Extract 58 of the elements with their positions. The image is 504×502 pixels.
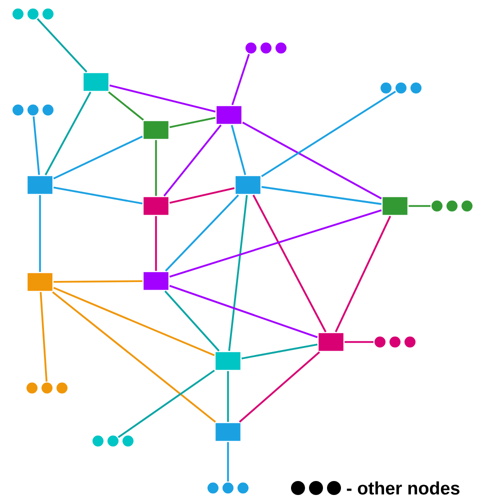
connector-line <box>344 341 374 343</box>
connector-line <box>238 351 320 423</box>
connector-line <box>261 186 382 205</box>
connector-line <box>261 90 396 178</box>
network-node <box>381 196 409 216</box>
connector-line <box>40 292 48 382</box>
connector-line <box>108 91 144 121</box>
connector-line <box>165 194 239 272</box>
connector-line <box>164 290 220 352</box>
connector-line <box>231 54 250 106</box>
connector-line <box>36 18 88 72</box>
connector-line <box>408 205 430 207</box>
network-node <box>26 272 54 292</box>
connector-line <box>169 187 235 204</box>
other-nodes-dots <box>374 336 416 348</box>
connector-line <box>334 216 392 332</box>
network-node <box>142 270 170 292</box>
connector-line <box>242 122 382 200</box>
network-node <box>234 174 262 196</box>
connector-line <box>109 84 216 112</box>
connector-line <box>54 280 142 283</box>
network-node <box>214 422 242 442</box>
network-node <box>26 174 54 196</box>
connector-line <box>53 286 215 356</box>
connector-line <box>228 194 248 351</box>
connector-line <box>169 284 318 338</box>
connector-line <box>227 442 229 482</box>
network-node <box>82 72 110 92</box>
connector-line <box>53 186 143 204</box>
connector-line <box>252 194 326 332</box>
connector-line <box>32 116 40 175</box>
connector-line <box>155 140 157 196</box>
network-node <box>214 350 242 372</box>
connector-line <box>44 92 92 176</box>
connector-line <box>241 344 318 360</box>
network-node <box>142 196 170 216</box>
legend-text: - other nodes <box>346 481 460 495</box>
connector-line <box>230 124 246 176</box>
other-nodes-dots <box>206 482 250 494</box>
connector-line <box>52 291 216 423</box>
connector-line <box>118 370 215 438</box>
network-node <box>215 104 243 126</box>
other-nodes-dots <box>26 382 68 394</box>
connector-line <box>53 136 143 180</box>
network-node <box>317 332 345 352</box>
connector-line <box>227 371 229 422</box>
connector-line <box>169 209 382 278</box>
connector-line <box>39 195 41 272</box>
connector-line <box>169 116 216 128</box>
connector-line <box>163 124 222 196</box>
network-node <box>142 120 170 140</box>
other-nodes-dots <box>244 42 288 54</box>
other-nodes-dots <box>12 104 54 116</box>
other-nodes-dots <box>92 434 134 448</box>
connector-line <box>155 216 157 271</box>
other-nodes-dots <box>380 82 422 94</box>
other-nodes-dots <box>430 200 474 212</box>
other-nodes-dots <box>12 8 54 20</box>
